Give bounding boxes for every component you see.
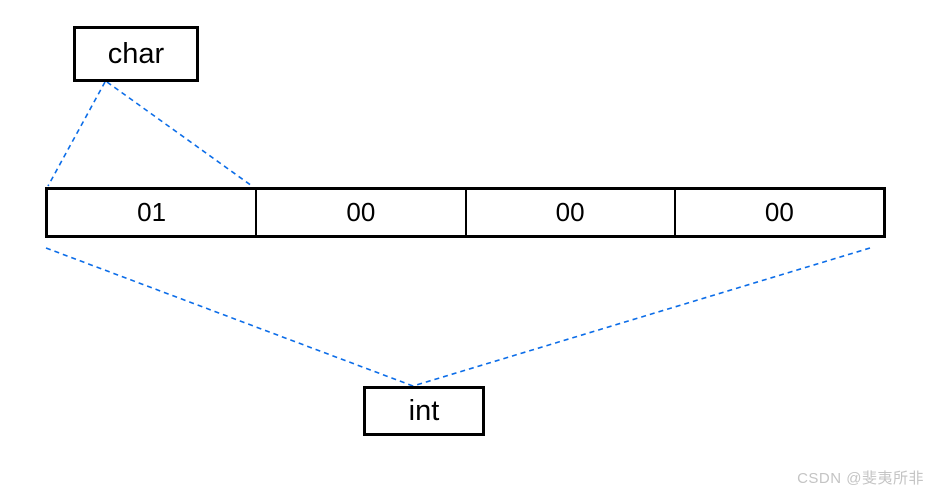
char-type-box: char	[73, 26, 199, 82]
char-type-label: char	[107, 37, 165, 70]
int-type-label: int	[408, 394, 440, 427]
byte-cell-0-value: 01	[137, 197, 167, 227]
byte-cell-2-value: 00	[555, 197, 585, 227]
char-connector-left-line	[47, 81, 106, 187]
byte-cell-1-value: 00	[346, 197, 376, 227]
byte-cell-0: 01	[48, 190, 258, 235]
byte-cell-1: 00	[257, 190, 467, 235]
byte-cell-3-value: 00	[764, 197, 794, 227]
int-connector-right-line	[412, 247, 871, 387]
char-connector-right-line	[106, 81, 253, 187]
int-connector-left-line	[45, 247, 414, 387]
csdn-watermark: CSDN @斐夷所非	[797, 470, 924, 487]
byte-cell-3: 00	[676, 190, 883, 235]
memory-byte-row: 01 00 00 00	[45, 187, 886, 238]
int-type-box: int	[363, 386, 485, 436]
byte-cell-2: 00	[467, 190, 676, 235]
